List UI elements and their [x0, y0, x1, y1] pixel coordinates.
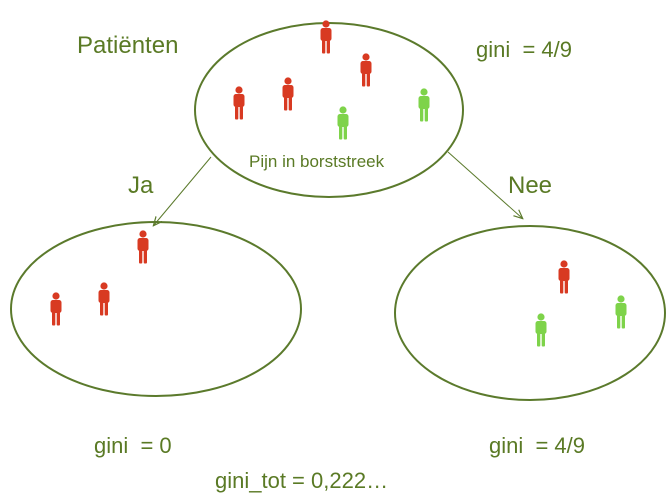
person-red-icon [137, 230, 149, 264]
person-green-icon [337, 106, 349, 140]
split-feature-label: Pijn in borststreek [249, 152, 385, 171]
person-red-icon [282, 77, 294, 111]
left-node-gini: gini = 0 [94, 433, 172, 458]
right-node-ellipse [394, 225, 666, 401]
person-green-icon [615, 295, 627, 329]
person-green-icon [535, 313, 547, 347]
total-gini: gini_tot = 0,222… [215, 468, 388, 493]
person-red-icon [98, 282, 110, 316]
person-red-icon [50, 292, 62, 326]
no-branch-arrow [447, 151, 522, 218]
person-red-icon [233, 86, 245, 120]
right-node-gini: gini = 4/9 [489, 433, 585, 458]
person-red-icon [320, 20, 332, 54]
root-title: Patiënten [77, 32, 178, 59]
yes-branch-arrow [154, 156, 212, 225]
person-green-icon [418, 88, 430, 122]
root-gini: gini = 4/9 [476, 37, 572, 62]
no-branch-label: Nee [508, 172, 552, 199]
person-red-icon [558, 260, 570, 294]
person-red-icon [360, 53, 372, 87]
yes-branch-label: Ja [128, 172, 154, 199]
